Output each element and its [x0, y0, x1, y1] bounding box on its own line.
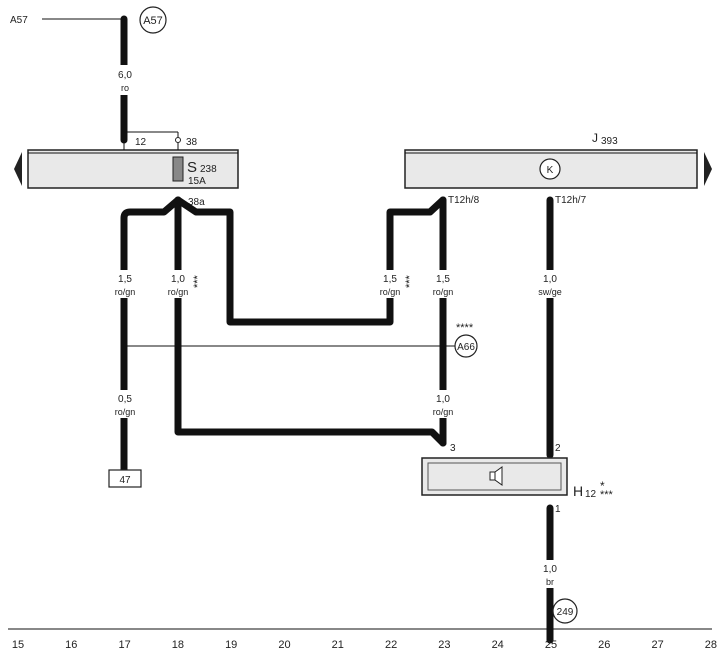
w25b-color: br — [546, 577, 554, 587]
scale-label: 28 — [705, 639, 717, 651]
fuse-rating: 15A — [188, 176, 206, 187]
pin-38a-label: 38a — [188, 197, 205, 208]
lbl-bg-18 — [163, 270, 193, 298]
reference-47-box — [108, 469, 142, 488]
wire-col18 — [174, 196, 447, 447]
w25b-size: 1,0 — [543, 564, 557, 575]
scale-label: 27 — [651, 639, 663, 651]
connector-a57 — [139, 6, 167, 34]
scale-label: 20 — [278, 639, 290, 651]
lbl-bg-22 — [375, 270, 405, 298]
w25-size: 1,0 — [543, 274, 557, 285]
pin-t12h8-label: T12h/8 — [448, 195, 480, 206]
wire-col19-22 — [174, 196, 447, 326]
right-arrow-icon — [704, 152, 712, 186]
fuse-s238 — [172, 156, 184, 182]
horn-pin-1: 1 — [555, 504, 561, 515]
w18-size: 1,0 — [171, 274, 185, 285]
horn-mark-bottom: *** — [600, 489, 614, 501]
w23-color: ro/gn — [433, 287, 454, 297]
scale-label: 18 — [172, 639, 184, 651]
scale-ticks: 15 16 17 18 19 20 21 22 23 24 25 26 27 28 — [12, 639, 717, 651]
horn-mark-top: * — [600, 479, 605, 493]
fuse-number: 238 — [200, 164, 217, 175]
relay-k-icon — [539, 158, 561, 180]
pin-38-label: 38 — [186, 137, 198, 148]
wire-col17 — [120, 196, 182, 474]
scale-label: 16 — [65, 639, 77, 651]
scale-label: 22 — [385, 639, 397, 651]
left-arrow-icon — [14, 152, 22, 186]
relay-k-glyph: K — [547, 165, 554, 176]
pin-t12h7-label: T12h/7 — [555, 195, 587, 206]
wire-size-6: 6,0 — [118, 70, 132, 81]
ground-249-label: 249 — [557, 607, 574, 618]
w22-mark: *** — [404, 274, 416, 288]
a57-label: A57 — [10, 15, 28, 26]
pin-12-label: 12 — [135, 137, 147, 148]
fuse-panel — [27, 149, 239, 189]
w17b-color: ro/gn — [115, 407, 136, 417]
connector-a66 — [454, 334, 478, 358]
lbl-bg-23 — [428, 270, 458, 298]
connector-a57-label: A57 — [143, 15, 163, 27]
w23-size: 1,5 — [436, 274, 450, 285]
horn-inner — [427, 462, 562, 491]
scale-label: 25 — [545, 639, 557, 651]
reference-47-label: 47 — [119, 475, 131, 486]
scale-label: 15 — [12, 639, 24, 651]
w17-size: 1,5 — [118, 274, 132, 285]
w23b-color: ro/gn — [433, 407, 454, 417]
wire-label-bg — [112, 65, 138, 95]
pin-38-dot — [175, 137, 181, 143]
scale-label: 26 — [598, 639, 610, 651]
scale-label: 21 — [332, 639, 344, 651]
scale-label: 23 — [438, 639, 450, 651]
control-unit-name: J — [592, 131, 598, 145]
fuse-name: S — [187, 159, 197, 176]
horn-pin-3: 3 — [450, 443, 456, 454]
w17-color: ro/gn — [115, 287, 136, 297]
ground-249 — [552, 598, 578, 624]
w17b-size: 0,5 — [118, 394, 132, 405]
lbl-bg-23b — [428, 390, 458, 418]
scale-label: 19 — [225, 639, 237, 651]
wire-color-ro: ro — [121, 83, 129, 93]
w18-color: ro/gn — [168, 287, 189, 297]
w22-color: ro/gn — [380, 287, 401, 297]
a66-mark: **** — [456, 322, 474, 334]
lbl-bg-25 — [535, 270, 565, 298]
horn-name: H — [573, 483, 583, 499]
scale-label: 24 — [492, 639, 504, 651]
w18-mark: *** — [192, 274, 204, 288]
w22-size: 1,5 — [383, 274, 397, 285]
horn-number: 12 — [585, 489, 597, 500]
lbl-bg-25b — [537, 560, 563, 588]
lbl-bg-17b — [110, 390, 140, 418]
connector-a66-label: A66 — [457, 342, 475, 353]
control-unit-number: 393 — [601, 136, 618, 147]
horn-pin-2: 2 — [555, 443, 561, 454]
speaker-icon — [489, 466, 503, 486]
w25-color: sw/ge — [538, 287, 562, 297]
lbl-bg-17 — [110, 270, 140, 298]
scale-label: 17 — [118, 639, 130, 651]
w23b-size: 1,0 — [436, 394, 450, 405]
